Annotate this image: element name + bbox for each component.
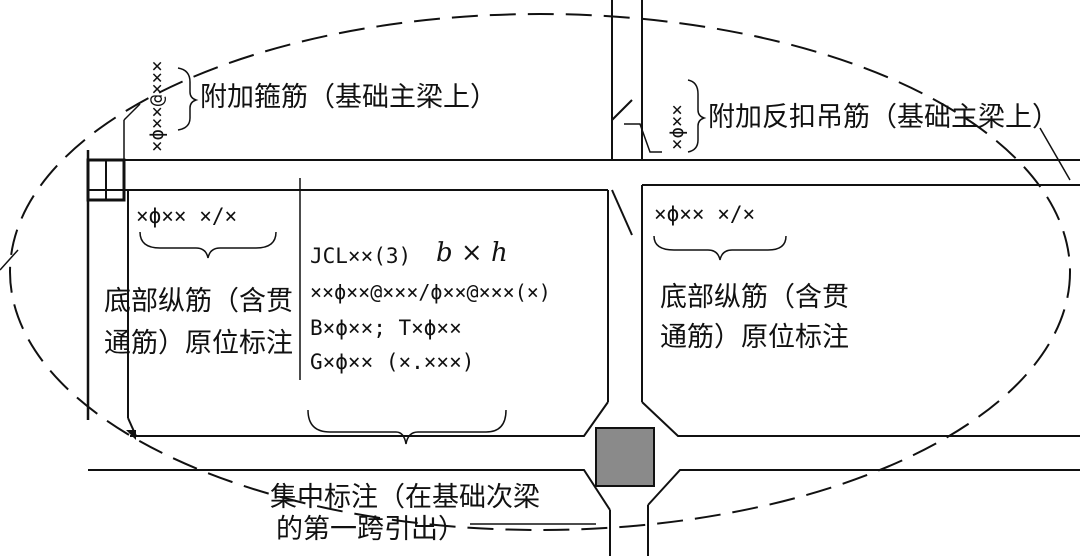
centralized-note-caption-line2: 的第一跨引出） (276, 514, 465, 545)
centralized-note-stirrups: ××ϕ××@×××/ϕ××@×××(×) (310, 280, 551, 304)
left-dim-tick (0, 249, 19, 271)
dashed-ellipse-boundary (9, 13, 1071, 531)
stirrup-note-label: 附加箍筋（基础主梁上） (200, 82, 497, 113)
stirrup-leader-slant (123, 103, 141, 121)
right-bottom-bar-line2: 通筋）原位标注 (660, 322, 849, 353)
centralized-note-dimensions: b × h (436, 238, 508, 268)
stirrup-note-brace (177, 67, 199, 131)
hanger-note-label: 附加反扣吊筋（基础主梁上） (708, 102, 1059, 133)
left-bottom-bar-spec: ×ϕ×× ×/× (136, 204, 238, 228)
right-dim-tick (1039, 127, 1071, 181)
haunch-left-upper (130, 401, 609, 437)
stirrup-spec-text: ×ϕ××@××× (146, 60, 168, 152)
left-bottom-bar-line1: 底部纵筋（含贯 (104, 286, 293, 317)
centralized-note-top-bottom-bars: B×ϕ××; T×ϕ×× (310, 316, 462, 340)
centralized-note-side-bars: G×ϕ×× (×.×××) (310, 350, 475, 374)
hanger-note-brace (687, 79, 707, 153)
haunch-left-lower (88, 469, 611, 511)
main-beam-haunch-lower (611, 189, 633, 236)
right-spec-brace (653, 235, 787, 261)
column-square (595, 427, 655, 487)
left-spec-brace (139, 231, 277, 259)
hanger-bar-symbol (624, 123, 662, 153)
centralized-note-caption-line1: 集中标注（在基础次梁 (270, 482, 540, 513)
centralized-note-brace (307, 409, 507, 445)
main-beam-haunch (611, 99, 633, 121)
hanger-spec-text: ×ϕ×× (666, 104, 688, 150)
haunch-right-lower (647, 469, 1080, 506)
right-bottom-bar-line1: 底部纵筋（含贯 (660, 282, 849, 313)
left-corner-mark (126, 430, 136, 440)
left-bottom-bar-line2: 通筋）原位标注 (104, 328, 293, 359)
right-bottom-bar-spec: ×ϕ×× ×/× (654, 202, 756, 226)
haunch-right-upper (641, 401, 1080, 437)
centralized-note-beam-code: JCL××(3) (310, 244, 412, 268)
